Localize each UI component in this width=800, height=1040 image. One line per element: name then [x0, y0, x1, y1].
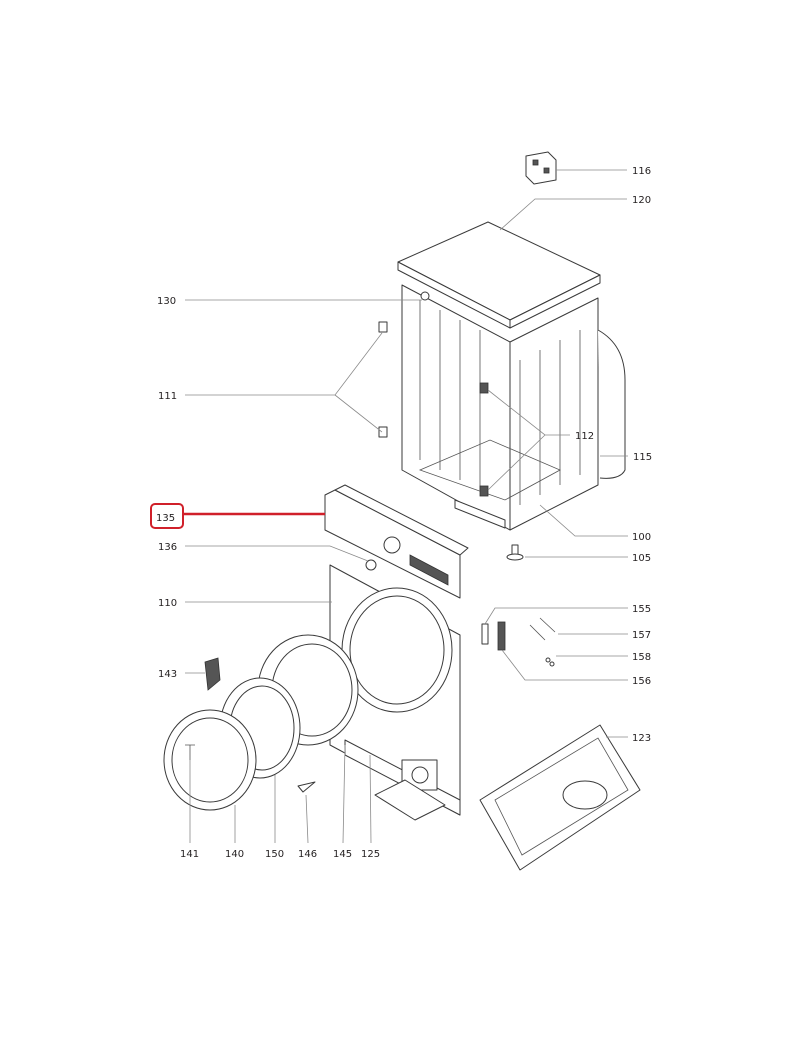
label-112[interactable]: 112 — [575, 431, 594, 442]
label-136[interactable]: 136 — [158, 542, 177, 553]
label-123[interactable]: 123 — [632, 733, 651, 744]
label-146[interactable]: 146 — [298, 849, 317, 860]
part-105-foot — [506, 544, 524, 561]
part-125-kick-panel — [344, 739, 461, 821]
part-116-bracket — [525, 151, 557, 185]
label-156[interactable]: 156 — [632, 676, 651, 687]
label-100[interactable]: 100 — [632, 532, 651, 543]
part-140-door — [163, 709, 257, 811]
part-135-control-panel — [324, 484, 469, 599]
label-135[interactable]: 135 — [156, 513, 175, 524]
label-143[interactable]: 143 — [158, 669, 177, 680]
part-146-screw — [297, 781, 316, 793]
label-150[interactable]: 150 — [265, 849, 284, 860]
part-143-latch — [204, 657, 221, 691]
label-155[interactable]: 155 — [632, 604, 651, 615]
part-155-156-157-158-hardware — [481, 617, 556, 667]
part-100-cabinet — [401, 284, 626, 531]
part-120-top-panel — [397, 221, 601, 329]
label-105[interactable]: 105 — [632, 553, 651, 564]
label-120[interactable]: 120 — [632, 195, 651, 206]
label-111[interactable]: 111 — [158, 391, 177, 402]
label-110[interactable]: 110 — [158, 598, 177, 609]
label-158[interactable]: 158 — [632, 652, 651, 663]
highlight-box-135[interactable] — [150, 503, 184, 529]
label-116[interactable]: 116 — [632, 166, 651, 177]
label-115[interactable]: 115 — [633, 452, 652, 463]
label-145[interactable]: 145 — [333, 849, 352, 860]
part-123-base-tray — [479, 724, 641, 871]
label-157[interactable]: 157 — [632, 630, 651, 641]
label-141[interactable]: 141 — [180, 849, 199, 860]
part-111-clips — [378, 321, 388, 438]
label-140[interactable]: 140 — [225, 849, 244, 860]
part-136-knob — [365, 559, 377, 571]
leader-lines — [185, 169, 628, 844]
label-130[interactable]: 130 — [157, 296, 176, 307]
label-125[interactable]: 125 — [361, 849, 380, 860]
